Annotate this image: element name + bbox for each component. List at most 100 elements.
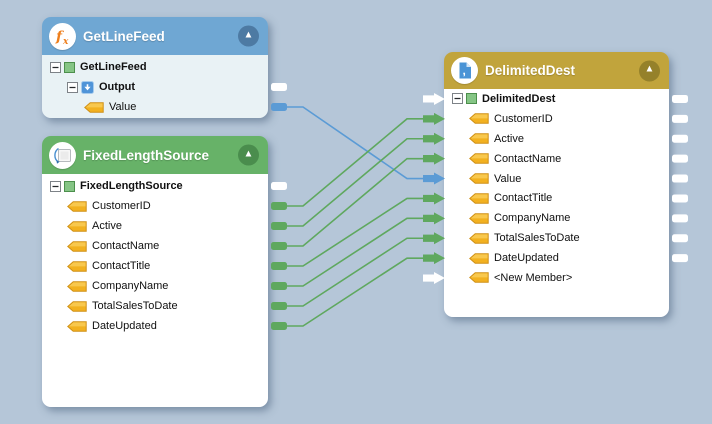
- collapse-triangle-icon: ▲: [644, 63, 655, 75]
- connection-dateupdated-to-dateupdated[interactable]: [287, 257, 423, 327]
- component-title: FixedLengthSource: [83, 147, 210, 163]
- tree-item-value[interactable]: Value: [42, 97, 268, 117]
- tree-item-label: Value: [109, 101, 137, 113]
- value-tag-icon: [67, 260, 87, 272]
- value-tag-icon: [67, 280, 87, 292]
- tree-item-contactname[interactable]: ContactName: [42, 236, 268, 256]
- tree-item-active[interactable]: Active: [42, 216, 268, 236]
- output-connector-companyname[interactable]: [271, 282, 287, 290]
- tree-item-label: ContactTitle: [494, 192, 553, 205]
- component-header[interactable]: FixedLengthSource ▲: [42, 136, 268, 174]
- tree-item-label: DelimitedDest: [482, 92, 556, 105]
- connection-value-to-value[interactable]: [287, 106, 423, 180]
- input-connector-contactname[interactable]: [423, 152, 445, 165]
- tree-item-value[interactable]: Value: [444, 169, 669, 189]
- input-connector-totalsalestodate[interactable]: [423, 232, 445, 245]
- collapse-button[interactable]: ▲: [639, 60, 660, 81]
- output-connector-active[interactable]: [271, 222, 287, 230]
- connection-totalsalestodate-to-totalsalestodate[interactable]: [287, 237, 423, 307]
- tree-item-delimiteddest[interactable]: DelimitedDest: [444, 89, 669, 109]
- tree-item-label: CompanyName: [92, 280, 169, 292]
- output-connector-contacttitle[interactable]: [672, 194, 688, 203]
- input-connector-companyname[interactable]: [423, 212, 445, 225]
- connection-contactname-to-contactname[interactable]: [287, 157, 423, 247]
- output-connector-contactname[interactable]: [271, 242, 287, 250]
- tree-item-label: TotalSalesToDate: [92, 300, 178, 312]
- output-connector-output[interactable]: [271, 83, 287, 91]
- value-tag-icon: [469, 153, 489, 164]
- tree-item-contacttitle[interactable]: ContactTitle: [444, 188, 669, 208]
- output-connector-delimiteddest[interactable]: [672, 94, 688, 103]
- connection-customerid-to-customerid[interactable]: [287, 118, 423, 207]
- tree-item-label: CompanyName: [494, 212, 571, 225]
- expander-minus-icon[interactable]: [67, 81, 78, 93]
- tree-item-getlinefeed[interactable]: GetLineFeed: [42, 57, 268, 77]
- tree-item-contacttitle[interactable]: ContactTitle: [42, 256, 268, 276]
- tree-item-customerid[interactable]: CustomerID: [42, 196, 268, 216]
- value-tag-icon: [469, 272, 489, 284]
- expander-minus-icon[interactable]: [50, 61, 61, 73]
- output-connector-companyname[interactable]: [672, 214, 688, 223]
- connection-active-to-active[interactable]: [287, 137, 423, 227]
- output-connector-active[interactable]: [672, 134, 688, 143]
- tree-item-label: Active: [92, 220, 122, 232]
- output-connector-value[interactable]: [271, 103, 287, 111]
- tree-item-label: ContactName: [494, 152, 562, 165]
- tree-item-totalsalestodate[interactable]: TotalSalesToDate: [444, 228, 669, 248]
- input-connector-dateupdated[interactable]: [423, 252, 445, 265]
- output-connector-dateupdated[interactable]: [672, 254, 688, 263]
- component-header[interactable]: f x GetLineFeed ▲: [42, 17, 268, 55]
- output-connector-totalsalestodate[interactable]: [271, 302, 287, 310]
- expander-minus-icon[interactable]: [50, 180, 61, 192]
- value-tag-icon: [67, 320, 87, 332]
- output-connector-customerid[interactable]: [672, 114, 688, 123]
- tree-item-companyname[interactable]: CompanyName: [444, 208, 669, 228]
- input-connector-delimiteddest[interactable]: [423, 92, 445, 105]
- output-connector-contactname[interactable]: [672, 154, 688, 163]
- element-icon: [64, 61, 75, 73]
- connection-contacttitle-to-contacttitle[interactable]: [287, 197, 423, 267]
- tree-item-dateupdated[interactable]: DateUpdated: [42, 316, 268, 336]
- output-connector-dateupdated[interactable]: [271, 322, 287, 330]
- component-header[interactable]: , DelimitedDest ▲: [444, 52, 669, 89]
- tree-item-output[interactable]: Output: [42, 77, 268, 97]
- tree-item-label: Value: [494, 172, 522, 185]
- component-title: GetLineFeed: [83, 28, 165, 44]
- value-tag-icon: [469, 252, 489, 264]
- input-connector-new-member[interactable]: [423, 272, 445, 285]
- tree-item-totalsalestodate[interactable]: TotalSalesToDate: [42, 296, 268, 316]
- component-title: DelimitedDest: [485, 63, 576, 78]
- output-connector-totalsalestodate[interactable]: [672, 234, 688, 243]
- collapse-button[interactable]: ▲: [238, 144, 259, 166]
- input-connector-contacttitle[interactable]: [423, 192, 445, 205]
- value-tag-icon: [84, 101, 104, 113]
- output-connector-value[interactable]: [672, 174, 688, 183]
- input-connector-customerid[interactable]: [423, 112, 445, 125]
- tree-item-active[interactable]: Active: [444, 129, 669, 149]
- output-connector-contacttitle[interactable]: [271, 262, 287, 270]
- tree-item-label: DateUpdated: [494, 252, 559, 265]
- svg-text:,: ,: [463, 64, 466, 78]
- collapse-triangle-icon: ▲: [243, 29, 254, 40]
- output-connector-customerid[interactable]: [271, 202, 287, 210]
- tree-item-contactname[interactable]: ContactName: [444, 149, 669, 169]
- tree-item-new-member[interactable]: <New Member>: [444, 268, 669, 288]
- input-connector-value[interactable]: [423, 172, 445, 185]
- expander-minus-icon[interactable]: [452, 93, 463, 105]
- collapse-button[interactable]: ▲: [238, 25, 259, 47]
- value-tag-icon: [469, 113, 489, 125]
- connection-companyname-to-companyname[interactable]: [287, 217, 423, 287]
- tree-item-fixedlengthsource[interactable]: FixedLengthSource: [42, 176, 268, 196]
- tree-item-dateupdated[interactable]: DateUpdated: [444, 248, 669, 268]
- fixed-length-file-icon: [49, 141, 76, 169]
- output-connector-fixedlengthsource[interactable]: [271, 182, 287, 190]
- value-tag-icon: [469, 193, 489, 204]
- input-connector-active[interactable]: [423, 132, 445, 145]
- value-tag-icon: [67, 200, 87, 212]
- tree-item-label: CustomerID: [92, 200, 151, 212]
- tree-item-customerid[interactable]: CustomerID: [444, 109, 669, 129]
- value-tag-icon: [469, 173, 489, 184]
- tree-item-companyname[interactable]: CompanyName: [42, 276, 268, 296]
